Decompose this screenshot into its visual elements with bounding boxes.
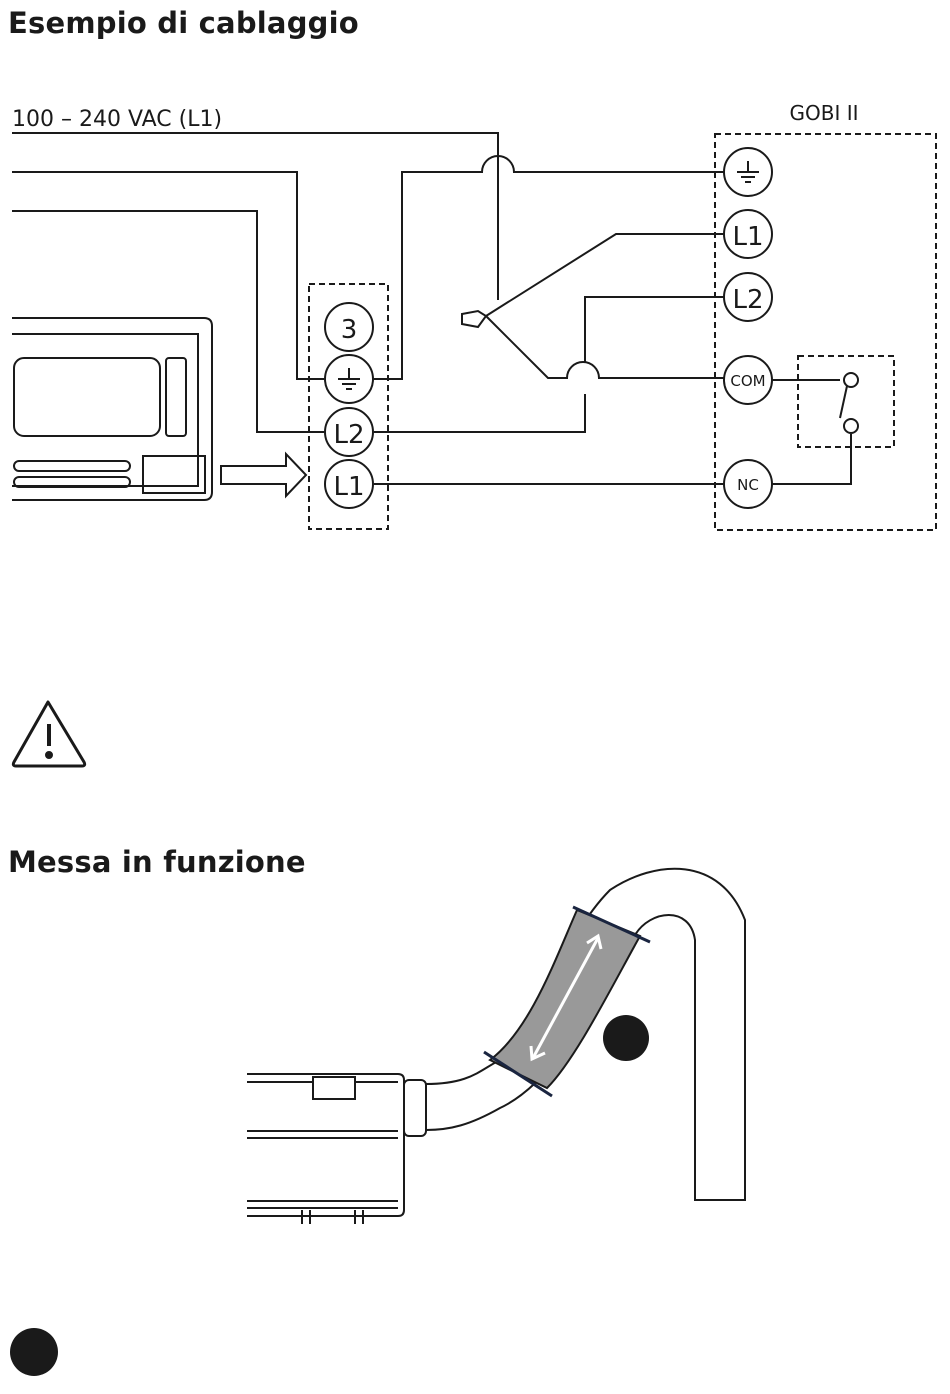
supply-wire-l1 — [12, 133, 498, 157]
ground-link-wire — [374, 156, 724, 379]
warning-icon — [13, 702, 84, 766]
bullet-dot-icon — [10, 1328, 58, 1376]
terminal-3-label: 3 — [341, 315, 358, 345]
terminal-l1-label: L1 — [333, 472, 364, 502]
gobi-l2-label: L2 — [732, 285, 763, 315]
arrow-right-icon — [221, 454, 306, 496]
supply-label: 100 – 240 VAC (L1) — [12, 107, 222, 132]
supply-wire-l2 — [12, 211, 324, 432]
controller-unit — [12, 318, 212, 500]
terminal-l2-label: L2 — [333, 420, 364, 450]
device-label: GOBI II — [789, 101, 858, 125]
supply-wire-ground — [12, 172, 324, 379]
bullet-dot-icon — [603, 1015, 649, 1061]
gobi-com-label: COM — [730, 372, 765, 390]
splice-connector — [462, 311, 486, 327]
gobi-l1-label: L1 — [732, 222, 763, 252]
relay-box — [798, 356, 894, 447]
sensor-illustration — [247, 869, 745, 1224]
l2-wire — [374, 394, 585, 432]
gobi-nc-label: NC — [737, 476, 759, 494]
